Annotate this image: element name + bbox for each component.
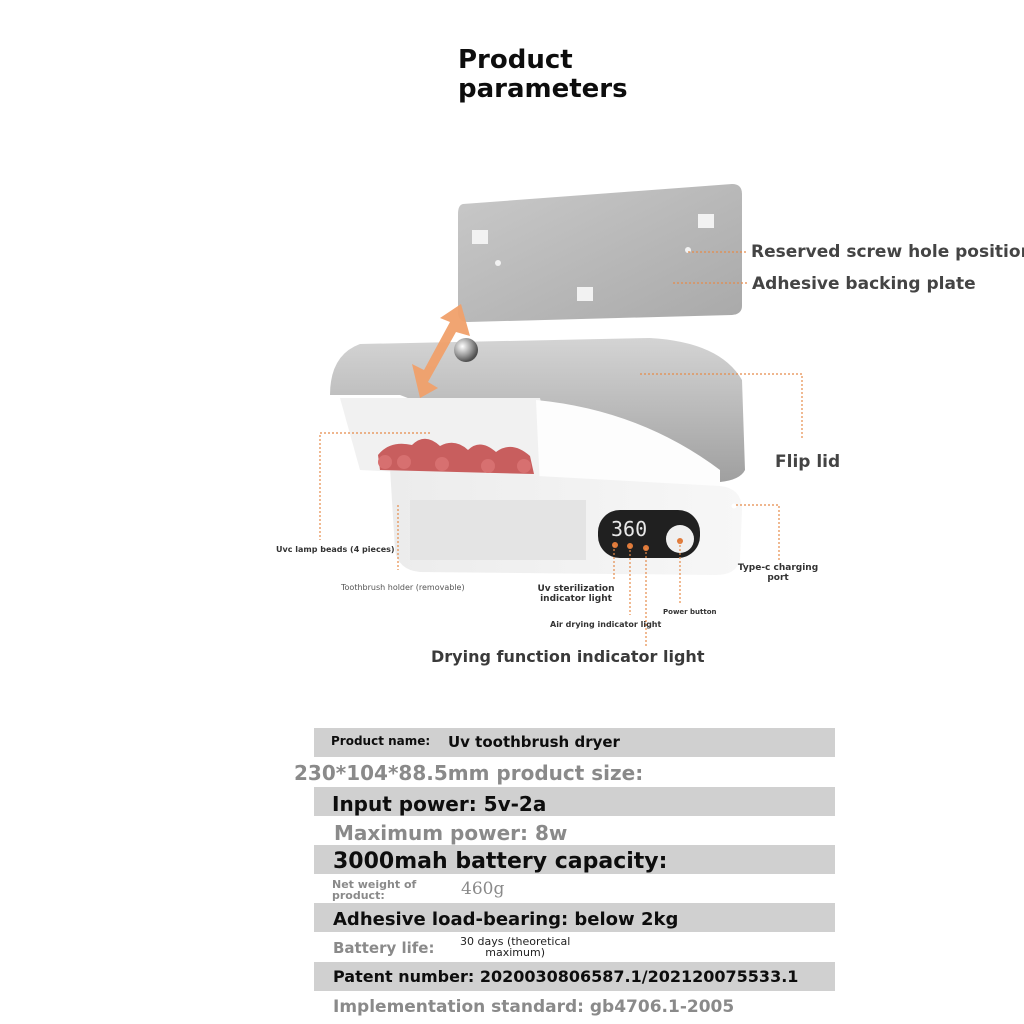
digit-display: 360 <box>611 517 647 541</box>
label-screw-hole: Reserved screw hole position <box>751 242 1024 262</box>
spec-standard: Implementation standard: gb4706.1-2005 <box>333 997 735 1017</box>
spec-band <box>314 962 835 991</box>
spec-life-value-2: maximum) <box>485 946 545 959</box>
spec-band <box>314 903 835 932</box>
label-typec-line-2: port <box>767 573 789 583</box>
spec-adhesive: Adhesive load-bearing: below 2kg <box>333 909 679 930</box>
label-uvc-beads: Uvc lamp beads (4 pieces) <box>276 545 395 554</box>
label-air-drying: Air drying indicator light <box>550 620 662 629</box>
spec-input-power: Input power: 5v-2a <box>332 792 547 816</box>
dryer-body <box>390 468 742 575</box>
label-backing-plate: Adhesive backing plate <box>752 274 976 294</box>
spec-life-value: 30 days (theoretical maximum) <box>460 936 570 958</box>
spec-max-power: Maximum power: 8w <box>334 821 568 845</box>
spec-name-label: Product name: <box>331 734 431 748</box>
spec-name-value: Uv toothbrush dryer <box>448 733 620 751</box>
product-illustration: 360 <box>319 184 803 646</box>
page-title: Product parameters <box>458 46 628 104</box>
spec-life-label: Battery life: <box>333 939 435 957</box>
title-line-1: Product <box>458 45 573 75</box>
toothbrush-holder <box>378 438 534 474</box>
label-typec-port: Type-c charging port <box>732 563 824 583</box>
label-power-button: Power button <box>663 608 717 616</box>
spec-weight-value: 460g <box>461 879 505 899</box>
label-holder: Toothbrush holder (removable) <box>341 583 465 592</box>
spec-weight-label: Net weight of product: <box>332 879 416 901</box>
label-flip-lid: Flip lid <box>775 452 841 472</box>
spec-life-value-1: 30 days (theoretical <box>460 935 571 948</box>
label-uv-indicator: Uv sterilization indicator light <box>530 584 622 604</box>
label-uv-line-2: indicator light <box>540 594 612 604</box>
spec-battery: 3000mah battery capacity: <box>333 849 668 874</box>
label-uv-line-1: Uv sterilization <box>537 584 615 594</box>
adhesive-backing-plate <box>458 184 742 322</box>
magnet-ball <box>454 338 478 362</box>
spec-weight-label-2: product: <box>332 889 385 902</box>
leader-lines <box>319 251 803 646</box>
spec-band <box>314 787 835 816</box>
spec-size: 230*104*88.5mm product size: <box>294 761 644 785</box>
label-drying-indicator: Drying function indicator light <box>431 647 705 666</box>
flip-arrow-icon <box>412 304 470 398</box>
label-typec-line-1: Type-c charging <box>737 563 819 573</box>
spec-band <box>314 728 835 757</box>
title-line-2: parameters <box>458 74 628 104</box>
spec-band <box>314 845 835 874</box>
spec-patent: Patent number: 2020030806587.1/202120075… <box>333 967 799 986</box>
spec-weight-label-1: Net weight of <box>332 878 417 891</box>
